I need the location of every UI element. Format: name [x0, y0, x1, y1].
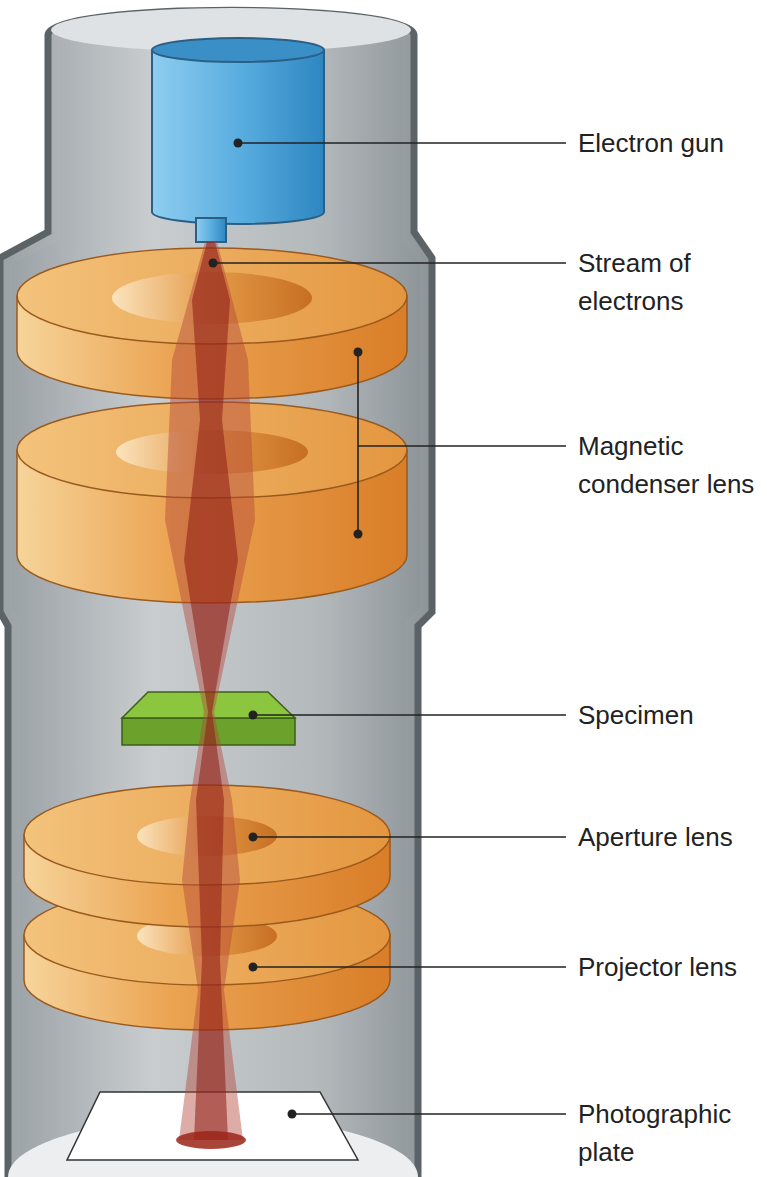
part-label: Electron gun: [578, 124, 763, 162]
part-label: Magnetic condenser lens: [578, 427, 763, 503]
part-label: Photographic plate: [578, 1095, 763, 1171]
electron-gun: [152, 50, 324, 224]
beam-spot: [176, 1131, 246, 1149]
part-label: Specimen: [578, 696, 763, 734]
electron-beam-outer: [165, 242, 255, 1140]
gun-nozzle: [196, 218, 226, 242]
electron-beam-core: [184, 242, 238, 1140]
part-label: Stream of electrons: [578, 244, 763, 320]
part-label: Aperture lens: [578, 818, 763, 856]
part-label: Projector lens: [578, 948, 763, 986]
microscope-housing: [0, 10, 432, 1177]
leader-lines: [209, 139, 567, 1119]
electron-gun-top: [152, 38, 324, 62]
housing-inner: [12, 40, 420, 1177]
